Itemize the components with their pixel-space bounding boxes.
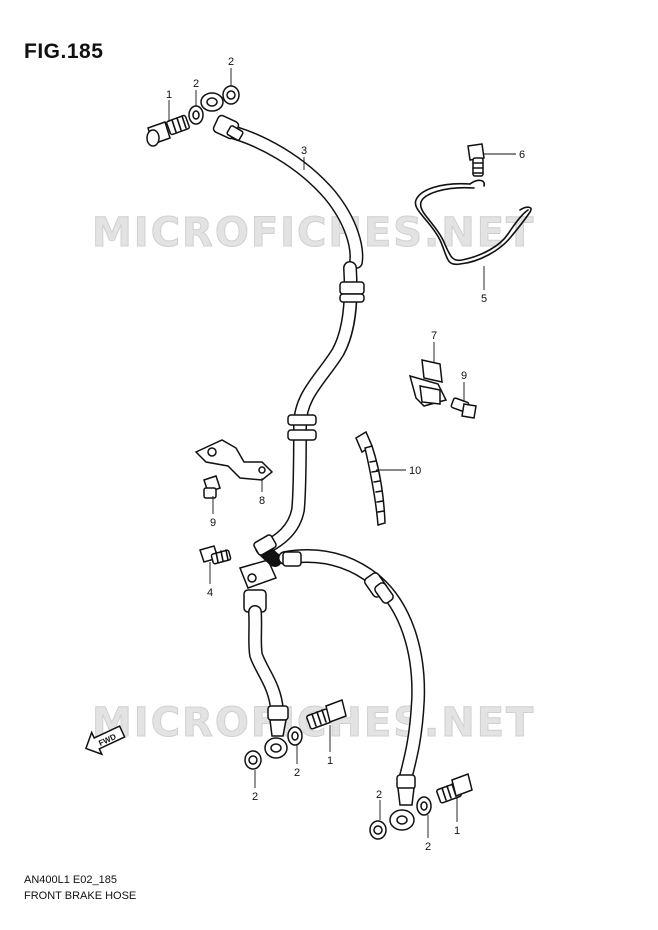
callout-2-lower-left: 2 <box>252 791 258 803</box>
part-1-union-bolt-right <box>436 773 473 804</box>
callout-9-left: 9 <box>210 517 216 529</box>
part-9-bolt-right <box>450 397 477 419</box>
callout-9-right: 9 <box>461 370 467 382</box>
part-6-bolt <box>467 143 485 177</box>
callout-3: 3 <box>301 145 307 157</box>
lower-left-brake-hose <box>243 589 289 759</box>
callout-2-lower-right: 2 <box>376 789 382 801</box>
part-3-upper-brake-hose <box>200 92 365 555</box>
callout-2-top-right: 2 <box>228 56 234 68</box>
callout-4: 4 <box>207 587 213 599</box>
part-1-union-bolt-top <box>146 114 190 147</box>
callout-10: 10 <box>409 465 421 477</box>
callout-5: 5 <box>481 293 487 305</box>
leader-lines <box>168 68 516 838</box>
part-9-bolt-left <box>203 475 221 499</box>
part-10-clamp-band <box>355 430 386 526</box>
callout-2-top-left: 2 <box>193 78 199 90</box>
fwd-arrow: FWD <box>84 725 126 756</box>
part-5-wire-clip <box>414 179 532 266</box>
part-7-clamp <box>408 359 448 407</box>
part-2-washers <box>188 85 432 840</box>
brake-hose-joint <box>238 534 426 831</box>
callout-numbers: 1 2 2 3 6 5 7 9 10 8 9 4 2 1 2 2 1 2 <box>166 56 525 853</box>
callout-1-top: 1 <box>166 89 172 101</box>
callout-2-mid: 2 <box>294 767 300 779</box>
figure-title: FRONT BRAKE HOSE <box>24 890 137 902</box>
callout-6: 6 <box>519 149 525 161</box>
callout-8: 8 <box>259 495 265 507</box>
part-1-union-bolt-mid <box>306 699 347 730</box>
callout-1-right: 1 <box>454 825 460 837</box>
callout-2-bottom: 2 <box>425 841 431 853</box>
part-8-bracket <box>194 439 274 481</box>
watermark-top: MICROFICHES.NET <box>92 210 535 256</box>
callout-1-mid: 1 <box>327 755 333 767</box>
callout-7: 7 <box>431 330 437 342</box>
part-4-bolt <box>199 545 232 565</box>
model-code: AN400L1 E02_185 <box>24 874 117 886</box>
figure-label: FIG.185 <box>24 40 104 63</box>
